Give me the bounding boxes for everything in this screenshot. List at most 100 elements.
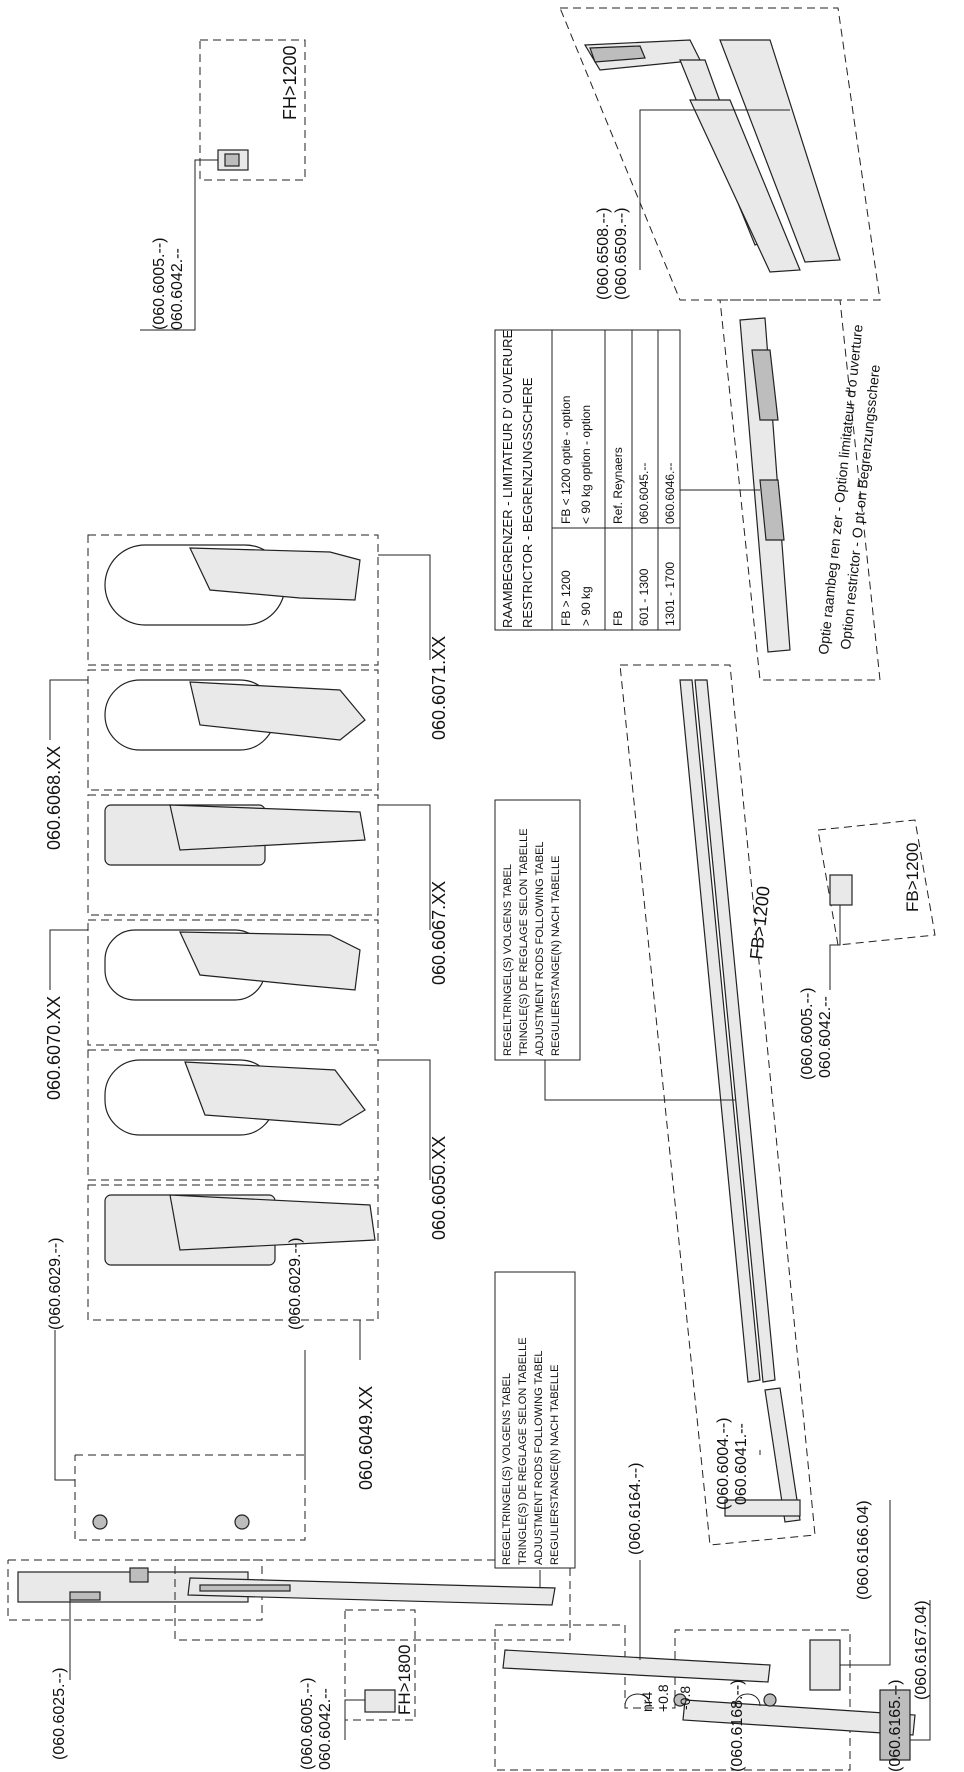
label-fh-1200: FH>1200	[280, 45, 300, 120]
fb-rod-2	[694, 679, 776, 1383]
table-cell-range-1: 601 - 1300	[637, 568, 651, 626]
table-cell-fb: FB	[611, 611, 625, 626]
dashed-frame-option	[719, 299, 881, 681]
label-mid-block-ref2: 060.6042.--	[817, 996, 834, 1078]
fb-rod-1	[679, 679, 761, 1383]
label-plate-right: (060.6029.--)	[287, 1238, 304, 1331]
group-bottom-hinge: nr4 +0.8 -0.8 (060.6164.--) (060.6166.04…	[494, 1463, 931, 1772]
label-mid-block-ref1: (060.6005.--)	[799, 988, 816, 1081]
handle-6050-lever	[184, 1061, 366, 1126]
adjust-arc-2	[734, 1693, 761, 1707]
table-cell-code-2: 060.6046.--	[663, 463, 677, 524]
fb-rod-foot	[724, 1499, 801, 1517]
group-fh-1800: FH>1800 (060.6005.--) 060.6042.--	[299, 1609, 416, 1771]
table-cell-range-2: 1301 - 1700	[663, 562, 677, 626]
label-handle-6050: 060.6050.XX	[429, 1136, 449, 1240]
table-cell-fb-lt: FB < 1200 optie - option	[559, 396, 573, 524]
label-bottom-block-ref1: (060.6005.--)	[299, 1678, 316, 1771]
dashed-frame-adjust-bar	[174, 1559, 571, 1641]
part-restrictor-rail-2	[719, 39, 841, 263]
label-handle-6068: 060.6068.XX	[44, 746, 64, 850]
table-title-2: RESTRICTOR - BEGRENZUNGSSCHERE	[520, 377, 535, 628]
dashed-frame-fb-rods	[619, 664, 816, 1546]
label-top-block-ref1: (060.6005.--)	[151, 238, 168, 331]
adjust-screw-2	[763, 1693, 777, 1707]
table-cell-kg-lt: < 90 kg option - option	[579, 405, 593, 524]
note-adjust-1-l1: REGELTRINGEL(S) VOLGENS TABEL	[501, 1373, 513, 1565]
label-fh-1800: FH>1800	[395, 1645, 414, 1715]
note-adjust-1-l2: TRINGLE(S) DE REGLAGE SELON TABELLE	[517, 1337, 529, 1565]
fb-rod-end	[764, 1387, 801, 1523]
label-6167: (060.6167.04)	[913, 1600, 930, 1700]
label-rod-ref2: 060.6041.--	[733, 1423, 750, 1505]
leader-restrictor	[639, 109, 790, 270]
dashed-frame-handle-6067	[87, 794, 379, 916]
part-restrictor-rail	[689, 99, 801, 273]
note-adjust-1-box	[494, 1271, 576, 1569]
adjust-arc-1	[624, 1693, 651, 1707]
dashed-frame-fb-box	[817, 819, 936, 946]
label-6168: (060.6168.--)	[729, 1680, 746, 1772]
note-adjust-1-l3: ADJUSTMENT RODS FOLLOWING TABEL	[533, 1350, 545, 1565]
label-rod-ref1: (060.6004.--)	[715, 1418, 732, 1511]
handle-6067-lever	[169, 804, 366, 851]
label-6164: (060.6164.--)	[627, 1463, 644, 1556]
dashed-frame-top-block	[199, 39, 306, 181]
label-fb-1200: FB>1200	[746, 885, 774, 960]
note-adjust-2-l2: TRINGLE(S) DE REGLAGE SELON TABELLE	[518, 828, 530, 1056]
part-fh-1800	[364, 1689, 396, 1713]
label-handle-6070: 060.6070.XX	[44, 996, 64, 1100]
note-adjust-2-l3: ADJUSTMENT RODS FOLLOWING TABEL	[534, 841, 546, 1056]
label-adjust-minus: -0.8	[677, 1686, 693, 1710]
label-top-block-ref2: 060.6042.--	[169, 248, 186, 330]
dashed-frame-handle-6071	[87, 534, 379, 666]
label-6166: (060.6166.04)	[855, 1500, 872, 1600]
dashed-frame-handle-6068	[87, 669, 379, 791]
label-keeper-6025: (060.6025.--)	[51, 1668, 68, 1761]
plate-screw-right	[234, 1514, 250, 1530]
handle-6049-lever	[169, 1194, 376, 1251]
dashed-frame-handle-6050	[87, 1049, 379, 1181]
plate-screw-left	[92, 1514, 108, 1530]
group-handles: 060.6071.XX 060.6068.XX 060.6067.XX 060.…	[44, 534, 449, 1490]
table-cell-code-1: 060.6045.--	[637, 463, 651, 524]
table-frame	[494, 329, 681, 631]
note-adjust-2-l1: REGELTRINGEL(S) VOLGENS TABEL	[502, 864, 514, 1056]
bottom-hinge-clip	[809, 1639, 841, 1691]
bottom-hinge-bracket	[879, 1689, 911, 1761]
adjust-screw-1	[673, 1693, 687, 1707]
note-adjust-1-l4: REGULIERSTANGE(N) NACH TABELLE	[549, 1365, 561, 1566]
label-restrictor-ref2: (060.6509.--)	[613, 208, 630, 301]
part-restrictor-cap-dark	[589, 45, 646, 63]
label-bottom-block-ref2: 060.6042.--	[317, 1688, 334, 1770]
handle-6068-lever	[189, 681, 366, 741]
part-fb-box	[829, 874, 853, 906]
note-adjust-2-box	[494, 799, 581, 1061]
dashed-frame-plate	[74, 1454, 306, 1541]
dashed-frame-handle-6070	[87, 919, 379, 1046]
label-fb-1200-box: FB>1200	[903, 843, 922, 912]
restrictor-table: RAAMBEGRENZER - LIMITATEUR D' OUVERURE R…	[494, 329, 681, 631]
label-restrictor-ref1: (060.6508.--)	[595, 208, 612, 301]
bottom-hinge-rail-1	[502, 1649, 771, 1683]
group-fb-rods: FB>1200 REGELTRINGEL(S) VOLGENS TABEL TR…	[494, 664, 816, 1546]
label-handle-6049: 060.6049.XX	[356, 1386, 376, 1490]
label-6165: (060.6165.--)	[887, 1680, 904, 1772]
dashed-frame-bottom-hinge	[494, 1624, 851, 1771]
table-title-1: RAAMBEGRENZER - LIMITATEUR D' OUVERURE	[500, 330, 515, 628]
label-adjust-plus: +0.8	[655, 1684, 671, 1712]
label-adjust-nr: nr4	[639, 1692, 655, 1712]
table-cell-ref: Ref. Reynaers	[611, 447, 625, 524]
group-top-block: (060.6005.--) 060.6042.-- FH>1200	[140, 39, 306, 331]
bottom-hinge-rail-2	[682, 1699, 916, 1736]
group-adjust-bar: REGELTRINGEL(S) VOLGENS TABEL TRINGLE(S)…	[174, 1271, 576, 1641]
group-restrictor-assembly: (060.6508.--) (060.6509.--)	[559, 7, 881, 301]
dashed-frame-handle-6049	[87, 1184, 379, 1321]
group-fb-1200-box: FB>1200 (060.6005.--) 060.6042.--	[799, 819, 936, 1081]
group-option-restrictor: Optie raambeg ren zer - Option limitateu…	[680, 299, 883, 681]
part-top-block-detail	[224, 153, 240, 167]
leader-fb-note	[544, 1050, 735, 1101]
handle-6071-lever	[189, 547, 361, 601]
handle-6070-lever	[179, 931, 361, 991]
